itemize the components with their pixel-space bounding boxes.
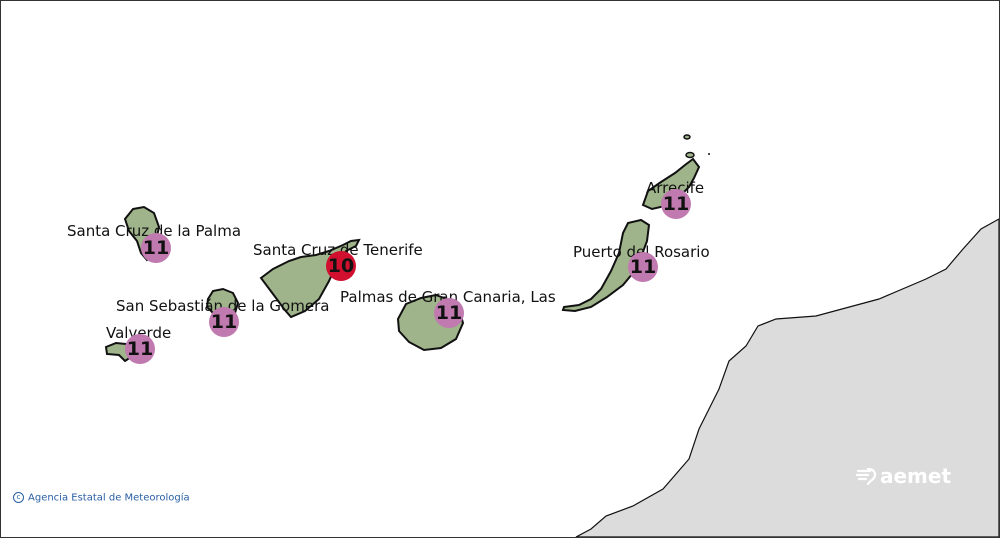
station-value-santa-cruz-de-tenerife[interactable]: 10 [326, 251, 356, 281]
station-value-santa-cruz-de-la-palma[interactable]: 11 [141, 233, 171, 263]
station-value-puerto-del-rosario[interactable]: 11 [628, 252, 658, 282]
station-value-valverde[interactable]: 11 [125, 334, 155, 364]
aemet-logo-text: aemet [880, 464, 952, 488]
island-fuerteventura [561, 218, 651, 313]
station-label-santa-cruz-de-la-palma: Santa Cruz de la Palma [67, 222, 242, 240]
station-label-arrecife: Arrecife [646, 179, 705, 197]
station-label-valverde: Valverde [106, 324, 172, 342]
station-label-santa-cruz-de-tenerife: Santa Cruz de Tenerife [253, 241, 423, 259]
islet-la-graciosa [685, 151, 695, 159]
aemet-logo-icon [856, 467, 877, 485]
station-value-las-palmas[interactable]: 11 [434, 298, 464, 328]
aemet-logo: aemet [856, 464, 951, 488]
copyright-text: Agencia Estatal de Meteorología [28, 492, 190, 504]
copyright-icon: c [13, 492, 24, 503]
station-value-arrecife[interactable]: 11 [661, 189, 691, 219]
islet-alegranza [683, 134, 691, 140]
islet-roque [708, 153, 710, 155]
station-value-san-sebastian-de-la-gomera[interactable]: 11 [209, 307, 239, 337]
copyright-notice[interactable]: c Agencia Estatal de Meteorología [13, 492, 190, 504]
station-label-san-sebastian-de-la-gomera: San Sebastián de la Gomera [116, 297, 330, 315]
station-label-las-palmas: Palmas de Gran Canaria, Las [340, 288, 556, 306]
african-coast [575, 218, 999, 537]
